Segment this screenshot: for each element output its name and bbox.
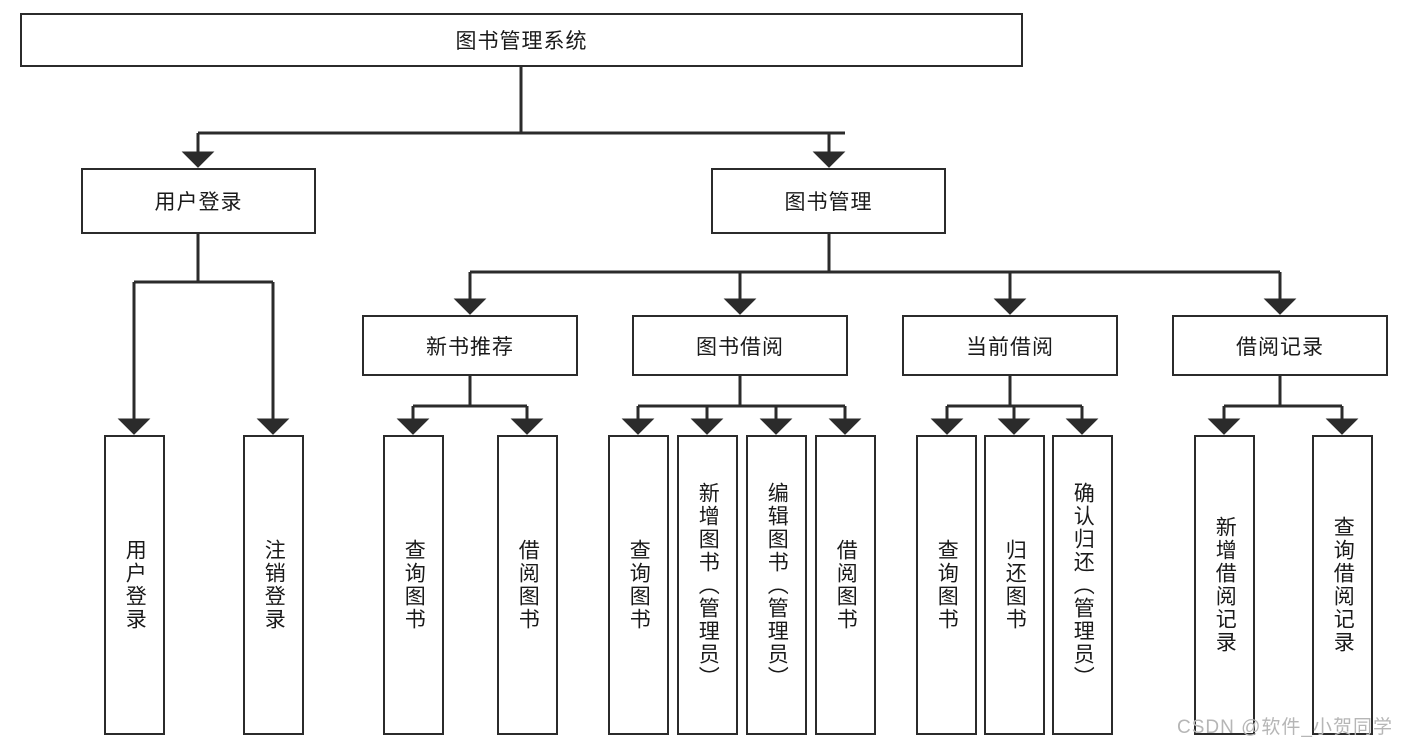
node-label: 查询图书 bbox=[935, 539, 959, 631]
node-new-book-recommend[interactable]: 新书推荐 bbox=[362, 315, 578, 376]
leaf-book-borrow-add-book-admin[interactable]: 新增图书（管理员） bbox=[677, 435, 738, 735]
leaf-new-book-borrow-book[interactable]: 借阅图书 bbox=[497, 435, 558, 735]
node-label: 用户登录 bbox=[154, 191, 243, 214]
leaf-borrow-record-query-record[interactable]: 查询借阅记录 bbox=[1312, 435, 1373, 735]
node-book-management[interactable]: 图书管理 bbox=[711, 168, 946, 234]
node-borrow-record[interactable]: 借阅记录 bbox=[1172, 315, 1388, 376]
node-label: 用户登录 bbox=[123, 539, 147, 631]
leaf-current-borrow-confirm-return-admin[interactable]: 确认归还（管理员） bbox=[1052, 435, 1113, 735]
node-label: 查询图书 bbox=[402, 539, 426, 631]
node-label: 查询图书 bbox=[627, 539, 651, 631]
leaf-borrow-record-add-record[interactable]: 新增借阅记录 bbox=[1194, 435, 1255, 735]
node-label: 新增借阅记录 bbox=[1213, 516, 1237, 654]
node-label: 当前借阅 bbox=[966, 335, 1054, 359]
node-label: 新增图书（管理员） bbox=[696, 481, 720, 689]
node-label: 编辑图书（管理员） bbox=[765, 481, 789, 689]
node-label: 图书管理系统 bbox=[455, 30, 588, 53]
node-label: 归还图书 bbox=[1003, 539, 1027, 631]
leaf-current-borrow-return-book[interactable]: 归还图书 bbox=[984, 435, 1045, 735]
csdn-watermark: CSDN @软件_小贺同学 bbox=[1177, 717, 1393, 738]
node-label: 图书借阅 bbox=[696, 335, 784, 359]
node-label: 注销登录 bbox=[262, 539, 286, 631]
node-label: 确认归还（管理员） bbox=[1071, 481, 1095, 689]
leaf-current-borrow-query-book[interactable]: 查询图书 bbox=[916, 435, 977, 735]
leaf-book-borrow-borrow-book[interactable]: 借阅图书 bbox=[815, 435, 876, 735]
node-book-borrow[interactable]: 图书借阅 bbox=[632, 315, 848, 376]
node-book-management-system[interactable]: 图书管理系统 bbox=[20, 13, 1023, 67]
node-user-login[interactable]: 用户登录 bbox=[81, 168, 316, 234]
leaf-user-login-login[interactable]: 用户登录 bbox=[104, 435, 165, 735]
node-label: 新书推荐 bbox=[426, 335, 514, 359]
node-label: 查询借阅记录 bbox=[1331, 516, 1355, 654]
leaf-book-borrow-query-book[interactable]: 查询图书 bbox=[608, 435, 669, 735]
node-label: 借阅记录 bbox=[1236, 335, 1324, 359]
node-label: 借阅图书 bbox=[834, 539, 858, 631]
node-label: 借阅图书 bbox=[516, 539, 540, 631]
node-label: 图书管理 bbox=[784, 191, 873, 214]
node-current-borrow[interactable]: 当前借阅 bbox=[902, 315, 1118, 376]
leaf-book-borrow-edit-book-admin[interactable]: 编辑图书（管理员） bbox=[746, 435, 807, 735]
leaf-new-book-query-book[interactable]: 查询图书 bbox=[383, 435, 444, 735]
leaf-user-login-logout[interactable]: 注销登录 bbox=[243, 435, 304, 735]
